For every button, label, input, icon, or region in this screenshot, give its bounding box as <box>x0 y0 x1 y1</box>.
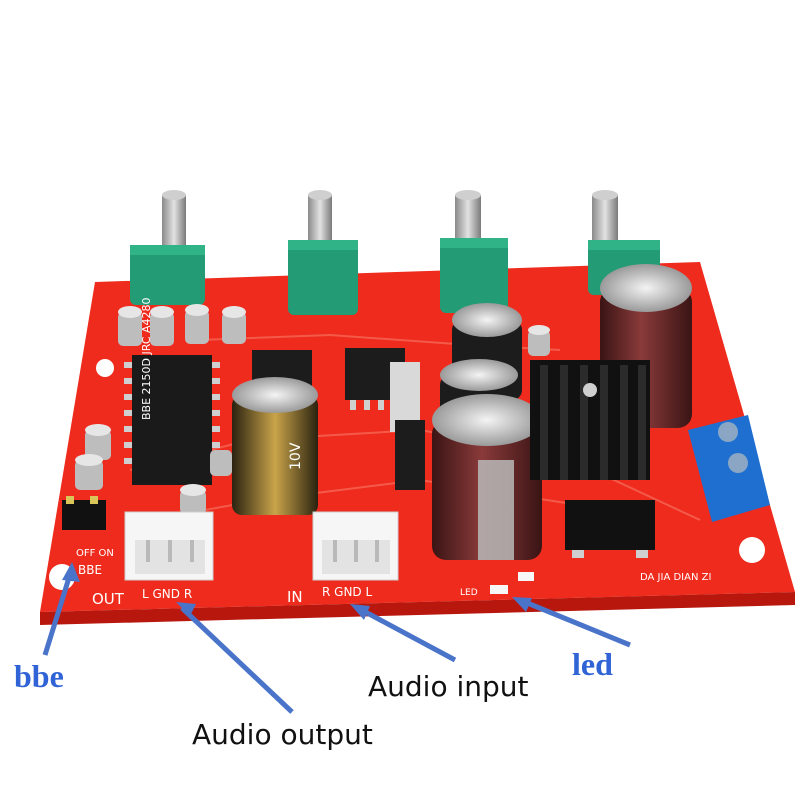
silk-in-pins: R GND L <box>322 585 372 599</box>
voltage-regulator <box>390 362 425 490</box>
potentiometer-1 <box>130 190 205 305</box>
annotation-led: led <box>572 646 613 682</box>
silk-led: LED <box>460 588 478 598</box>
silk-out-pins: L GND R <box>142 587 192 601</box>
annotation-audio-output: Audio output <box>192 718 373 751</box>
silk-maker: DA JIA DIAN ZI <box>640 572 711 583</box>
potentiometer-2 <box>288 190 358 315</box>
silk-on-off: OFF ON <box>76 548 114 559</box>
output-connector: OUT L GND R <box>92 511 214 608</box>
annotation-bbe: bbe <box>14 658 64 694</box>
capacitor-large-front <box>432 394 542 560</box>
power-terminal-block <box>688 415 770 522</box>
bridge-rectifier <box>565 500 655 558</box>
led-indicator: LED DA JIA DIAN ZI <box>460 572 711 598</box>
small-capacitors-row <box>118 304 246 346</box>
heatsink <box>530 360 650 480</box>
silk-bbe: BBE <box>78 563 102 577</box>
capacitor-rating: 10V <box>288 442 304 470</box>
chip-label: BBE 2150D JRC A4280 <box>140 297 153 420</box>
small-capacitor-right <box>528 325 550 356</box>
silk-out: OUT <box>92 590 125 608</box>
potentiometer-3 <box>440 190 508 313</box>
side-capacitors <box>75 424 232 514</box>
input-connector: IN R GND L <box>287 511 399 606</box>
gold-capacitor: 10V <box>232 377 318 515</box>
bbe-jumper: OFF ON BBE <box>62 496 114 577</box>
silk-in: IN <box>287 588 303 606</box>
callout-arrows <box>42 562 631 714</box>
annotation-audio-input: Audio input <box>368 670 529 703</box>
bbe-chip: BBE 2150D JRC A4280 <box>124 297 220 485</box>
